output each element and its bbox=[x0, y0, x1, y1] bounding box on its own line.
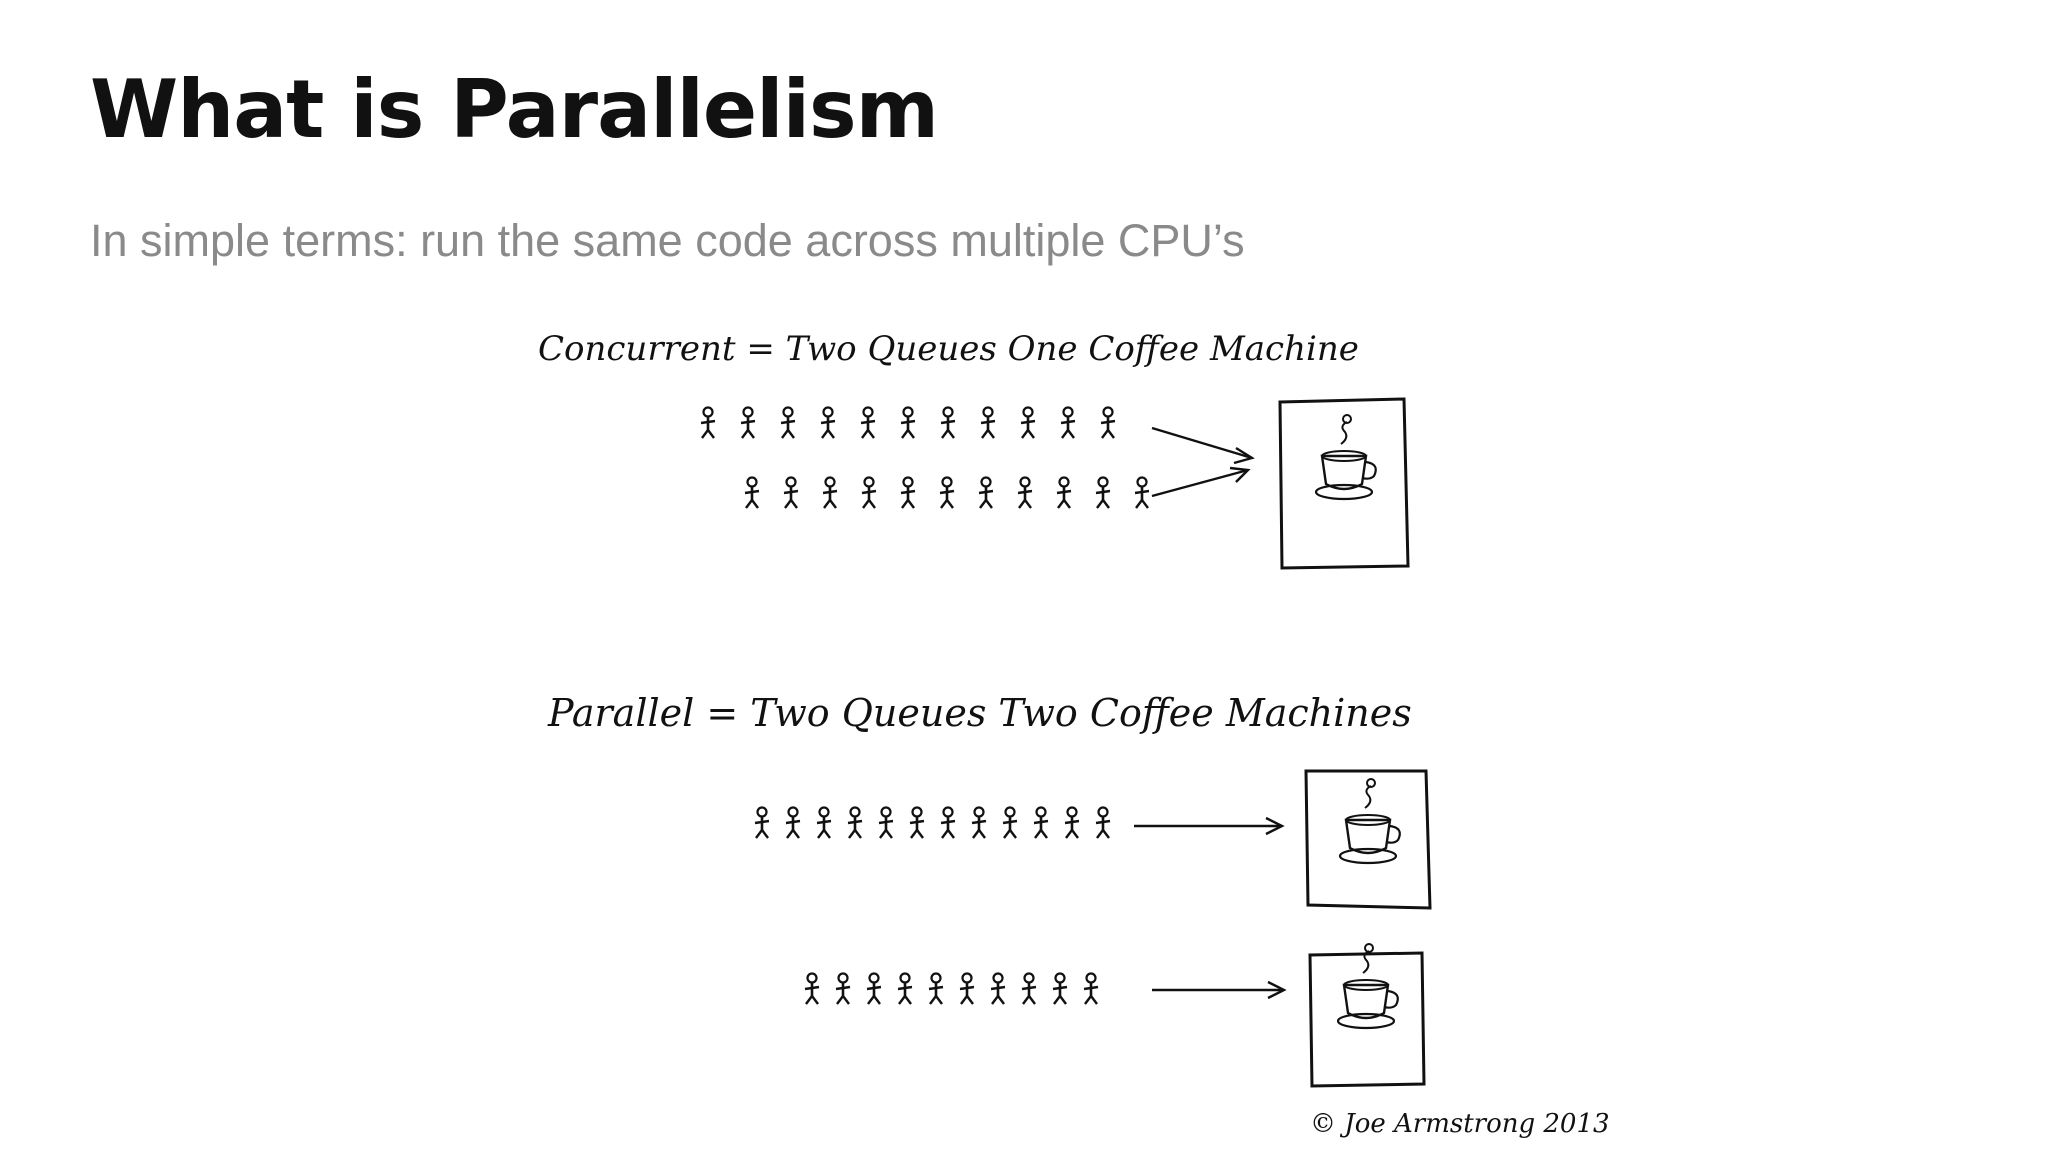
slide-title: What is Parallelism bbox=[90, 63, 939, 156]
stick-figure-icon bbox=[859, 406, 877, 440]
arrow-icon bbox=[1151, 466, 1251, 498]
stick-figure-icon bbox=[865, 972, 883, 1006]
stick-figure-icon bbox=[815, 806, 833, 840]
parallel-queue-2 bbox=[803, 972, 1100, 1006]
arrow-icon bbox=[1134, 816, 1285, 836]
stick-figure-icon bbox=[1094, 806, 1112, 840]
stick-figure-icon bbox=[860, 476, 878, 510]
stick-figure-icon bbox=[1082, 972, 1100, 1006]
concurrent-queue-1 bbox=[699, 406, 1117, 440]
parallel-label: Parallel = Two Queues Two Coffee Machine… bbox=[547, 691, 1412, 735]
stick-figure-icon bbox=[1063, 806, 1081, 840]
stick-figure-icon bbox=[1051, 972, 1069, 1006]
arrow-icon bbox=[1152, 980, 1287, 1000]
stick-figure-icon bbox=[939, 806, 957, 840]
coffee-machine-icon bbox=[1308, 942, 1426, 1088]
concurrent-label: Concurrent = Two Queues One Coffee Machi… bbox=[538, 329, 1359, 369]
stick-figure-icon bbox=[938, 476, 956, 510]
stick-figure-icon bbox=[1059, 406, 1077, 440]
stick-figure-icon bbox=[1019, 406, 1037, 440]
credit-text: © Joe Armstrong 2013 bbox=[1310, 1109, 1610, 1139]
stick-figure-icon bbox=[819, 406, 837, 440]
coffee-machine-icon bbox=[1278, 397, 1410, 570]
coffee-cup-icon bbox=[1338, 777, 1402, 865]
stick-figure-icon bbox=[1020, 972, 1038, 1006]
stick-figure-icon bbox=[782, 476, 800, 510]
stick-figure-icon bbox=[977, 476, 995, 510]
stick-figure-icon bbox=[1133, 476, 1151, 510]
stick-figure-icon bbox=[784, 806, 802, 840]
stick-figure-icon bbox=[1032, 806, 1050, 840]
stick-figure-icon bbox=[939, 406, 957, 440]
stick-figure-icon bbox=[1094, 476, 1112, 510]
stick-figure-icon bbox=[739, 406, 757, 440]
stick-figure-icon bbox=[699, 406, 717, 440]
stick-figure-icon bbox=[908, 806, 926, 840]
parallel-queue-1 bbox=[753, 806, 1112, 840]
stick-figure-icon bbox=[970, 806, 988, 840]
stick-figure-icon bbox=[821, 476, 839, 510]
stick-figure-icon bbox=[1055, 476, 1073, 510]
stick-figure-icon bbox=[1099, 406, 1117, 440]
stick-figure-icon bbox=[989, 972, 1007, 1006]
stick-figure-icon bbox=[1016, 476, 1034, 510]
stick-figure-icon bbox=[899, 476, 917, 510]
stick-figure-icon bbox=[958, 972, 976, 1006]
stick-figure-icon bbox=[927, 972, 945, 1006]
stick-figure-icon bbox=[846, 806, 864, 840]
coffee-machine-icon bbox=[1304, 769, 1432, 910]
coffee-cup-icon bbox=[1336, 942, 1400, 1030]
stick-figure-icon bbox=[1001, 806, 1019, 840]
stick-figure-icon bbox=[743, 476, 761, 510]
slide-subtitle: In simple terms: run the same code acros… bbox=[90, 215, 1245, 266]
arrow-icon bbox=[1151, 426, 1255, 465]
stick-figure-icon bbox=[834, 972, 852, 1006]
stick-figure-icon bbox=[979, 406, 997, 440]
concurrent-queue-2 bbox=[743, 476, 1151, 510]
stick-figure-icon bbox=[779, 406, 797, 440]
stick-figure-icon bbox=[803, 972, 821, 1006]
stick-figure-icon bbox=[896, 972, 914, 1006]
stick-figure-icon bbox=[877, 806, 895, 840]
stick-figure-icon bbox=[899, 406, 917, 440]
stick-figure-icon bbox=[753, 806, 771, 840]
coffee-cup-icon bbox=[1314, 413, 1378, 501]
